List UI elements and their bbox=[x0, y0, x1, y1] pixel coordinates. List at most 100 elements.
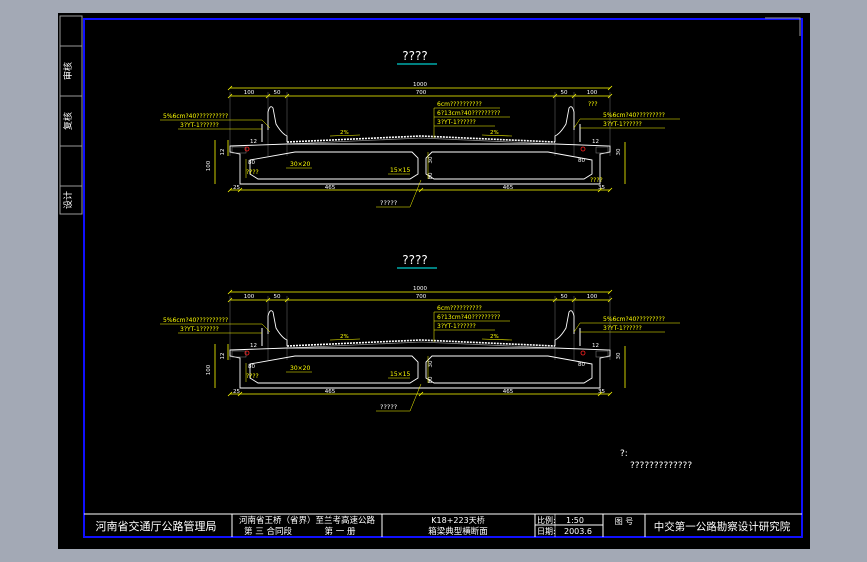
right-barrier bbox=[554, 310, 575, 346]
slope-right: 2% bbox=[490, 130, 499, 136]
dim-h-100: 100 bbox=[206, 160, 212, 171]
dim-bottom-25: 25 bbox=[233, 389, 240, 395]
dim-bottom-465-left: 465 bbox=[325, 389, 336, 395]
note-right-top: 5%6cm?40????????? bbox=[603, 316, 665, 323]
left-drain-icon bbox=[244, 350, 250, 356]
dim-right-50: 50 bbox=[561, 294, 568, 300]
dim-left-100: 100 bbox=[244, 90, 255, 96]
left-cell bbox=[249, 355, 419, 384]
title-date-value: 2003.6 bbox=[564, 527, 592, 536]
title-project-line1: 河南省王桥（省界）至兰考高速公路 bbox=[239, 515, 376, 526]
dim-total: 1000 bbox=[413, 286, 427, 292]
title-drawing-line1: K18+223天桥 bbox=[431, 515, 484, 525]
side-label-review: 审核 bbox=[62, 62, 74, 80]
dim-h-12b: 12 bbox=[250, 139, 257, 145]
right-cantilever bbox=[595, 146, 609, 154]
drawing-sheet bbox=[58, 13, 810, 549]
dim-h-30-right: 30 bbox=[616, 352, 622, 359]
bottom-label: ????? bbox=[380, 199, 397, 207]
section-title: ???? bbox=[402, 253, 427, 267]
dim-h-12b: 12 bbox=[250, 343, 257, 349]
dim-h-30-center: 30 bbox=[428, 156, 434, 163]
title-sheet-label: 图 号 bbox=[615, 517, 634, 526]
section-title: ???? bbox=[402, 49, 427, 63]
note-right-top: 5%6cm?40????????? bbox=[603, 112, 665, 119]
note-left-bottom: 3?YT-1?????? bbox=[180, 326, 219, 333]
dim-bottom-465-right: 465 bbox=[503, 389, 514, 395]
box-label-left: 30×20 bbox=[290, 365, 310, 372]
corner-mark bbox=[765, 17, 801, 36]
left-cantilever bbox=[231, 146, 247, 154]
right-drain-icon bbox=[580, 350, 586, 356]
side-strip bbox=[59, 15, 83, 215]
note-mid-bottom: 3?YT-1?????? bbox=[437, 119, 476, 126]
note-mid-top: 6cm?????????? bbox=[437, 101, 482, 108]
dim-bottom-35: 35 bbox=[598, 185, 605, 191]
slope-left: 2% bbox=[340, 130, 349, 136]
title-block bbox=[84, 513, 802, 537]
left-barrier bbox=[267, 106, 288, 142]
right-cell bbox=[425, 355, 593, 384]
dim-h-80: 80 bbox=[248, 160, 255, 166]
note-left-top: 5%6cm?40?????????? bbox=[163, 113, 228, 120]
note-left-small: ???? bbox=[246, 373, 259, 380]
dim-h-30-center: 30 bbox=[428, 360, 434, 367]
dim-left-50: 50 bbox=[274, 90, 281, 96]
box-label-left: 30×20 bbox=[290, 161, 310, 168]
deck-top bbox=[286, 137, 556, 145]
box-label-mid: 15×15 bbox=[390, 371, 410, 378]
left-drain-icon bbox=[244, 146, 250, 152]
note-right-bottom: 3?YT-1?????? bbox=[603, 325, 642, 332]
left-barrier bbox=[267, 310, 288, 346]
note-left-top: 5%6cm?40?????????? bbox=[163, 317, 228, 324]
dim-h-80-center: 80 bbox=[428, 172, 434, 179]
box-girder-outline bbox=[229, 347, 611, 389]
title-project-volume: 第 一 册 bbox=[325, 526, 356, 537]
left-cantilever bbox=[231, 350, 247, 358]
title-scale-value: 1:50 bbox=[566, 516, 584, 525]
dim-h-12-right: 12 bbox=[592, 343, 599, 349]
dim-h-12: 12 bbox=[220, 149, 226, 156]
dim-left-50: 50 bbox=[274, 294, 281, 300]
title-drawing-line2: 箱梁典型横断面 bbox=[428, 526, 488, 537]
dim-bottom-465-right: 465 bbox=[503, 185, 514, 191]
dim-bottom-35: 35 bbox=[598, 389, 605, 395]
note-prefix: ?: bbox=[620, 449, 628, 459]
note-right-bottom: 3?YT-1?????? bbox=[603, 121, 642, 128]
drawing-border bbox=[83, 18, 803, 538]
title-project-contract: 第 三 合同段 bbox=[244, 526, 292, 537]
dim-middle-700: 700 bbox=[416, 294, 427, 300]
dim-h-12: 12 bbox=[220, 353, 226, 360]
dim-h-30-right: 30 bbox=[616, 148, 622, 155]
note-mid-top: 6cm?????????? bbox=[437, 305, 482, 312]
dim-h-80-right: 80 bbox=[578, 362, 585, 368]
pavement-layer bbox=[286, 339, 556, 347]
note-mid-bottom: 3?YT-1?????? bbox=[437, 323, 476, 330]
note-mid-mid: 6?13cm?40????????? bbox=[437, 110, 500, 117]
title-designer: 中交第一公路勘察设计研究院 bbox=[654, 520, 791, 533]
side-label-design: 设计 bbox=[62, 191, 74, 209]
dim-h-80-right: 80 bbox=[578, 158, 585, 164]
note-right-small: ???? bbox=[590, 177, 603, 184]
slope-right: 2% bbox=[490, 334, 499, 340]
bottom-label: ????? bbox=[380, 403, 397, 411]
title-scale-label: 比例: bbox=[537, 515, 556, 525]
dim-h-80: 80 bbox=[248, 364, 255, 370]
right-barrier bbox=[554, 106, 575, 142]
dim-right-50: 50 bbox=[561, 90, 568, 96]
dim-bottom-25: 25 bbox=[233, 185, 240, 191]
dim-total: 1000 bbox=[413, 82, 427, 88]
deck-top bbox=[286, 341, 556, 349]
box-label-mid: 15×15 bbox=[390, 167, 410, 174]
right-cell bbox=[425, 151, 593, 180]
dim-h-80-center: 80 bbox=[428, 376, 434, 383]
dim-right-100: 100 bbox=[587, 294, 598, 300]
dim-right-100: 100 bbox=[587, 90, 598, 96]
note-mid-mid: 6?13cm?40????????? bbox=[437, 314, 500, 321]
note-text: ????????????? bbox=[630, 461, 692, 471]
side-label-check: 复核 bbox=[62, 112, 74, 130]
slope-left: 2% bbox=[340, 334, 349, 340]
